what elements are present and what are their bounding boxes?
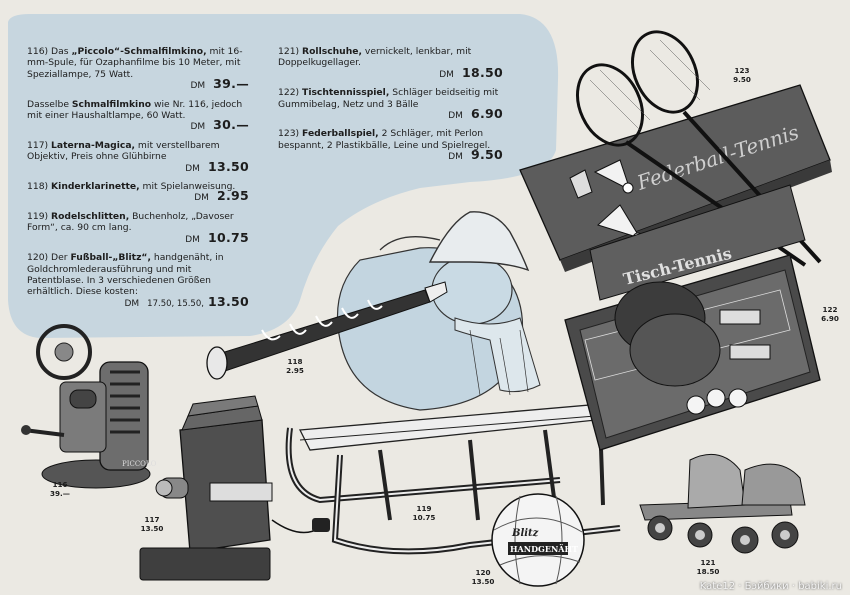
clarinet-illustration <box>206 281 448 380</box>
tag-price: 10.75 <box>412 513 436 522</box>
tag-price: 6.90 <box>821 314 839 323</box>
entry-prefix: Dasselbe <box>27 98 72 110</box>
entry-118: 118) Kinderklarinette, mit Spielanweisun… <box>27 181 249 205</box>
currency-label: DM <box>190 81 206 92</box>
entry-price: 39.— <box>213 76 249 92</box>
entry-116: 116) Das „Piccolo“-Schmalfilmkino, mit 1… <box>27 46 249 93</box>
entry-price: 10.75 <box>207 229 249 245</box>
ball-stamp-label: HANDGENÄHT <box>510 544 578 554</box>
entry-number: 123) <box>278 128 300 140</box>
entry-description: Buchenholz, „Davoser Form“, ca. 90 cm la… <box>27 210 234 234</box>
currency-label: DM <box>190 122 206 133</box>
entry-price: 30.— <box>213 117 249 133</box>
entry-number: 121) <box>278 46 300 57</box>
entry-description: mit 16-mm-Spule, für Ozaphanfilme bis 10… <box>27 46 243 80</box>
text-background-blob <box>8 14 559 338</box>
entry-price: 13.50 <box>207 293 249 309</box>
entry-other-prices: 17.50, 15.50, <box>147 298 204 309</box>
tag-price: 13.50 <box>471 577 495 586</box>
entry-120: 120) Der Fußball-„Blitz“, handgenäht, in… <box>27 252 249 310</box>
catalog-text-right: 121) Rollschuhe, vernickelt, lenkbar, mi… <box>278 46 503 170</box>
entry-price: 6.90 <box>470 106 503 122</box>
tag-price: 2.95 <box>286 366 304 375</box>
currency-label: DM <box>194 193 209 204</box>
entry-title: Rodelschlitten, <box>51 210 130 222</box>
tischtennis-box-illustration: Tisch-Tennis <box>564 184 821 451</box>
roller-skates-illustration <box>639 453 806 554</box>
entry-prefix: Der <box>51 252 71 264</box>
entry-number: 120) <box>27 252 49 264</box>
tag-number: 117 <box>144 515 160 524</box>
entry-number: 118) <box>27 181 49 193</box>
tag-number: 123 <box>734 66 750 75</box>
tag-number: 116 <box>52 480 68 489</box>
entry-price: 2.95 <box>216 188 249 204</box>
currency-label: DM <box>448 152 463 163</box>
entry-number: 116) <box>27 46 49 57</box>
tag-number: 118 <box>287 357 303 366</box>
entry-title: Tischtennisspiel, <box>302 87 390 99</box>
catalog-text-left: 116) Das „Piccolo“-Schmalfilmkino, mit 1… <box>27 46 249 316</box>
entry-title: Federballspiel, <box>302 128 379 140</box>
entry-number: 119) <box>27 210 49 222</box>
entry-description: Schläger beidseitig mit Gummibelag, Netz… <box>278 87 499 110</box>
tag-number: 120 <box>475 568 491 577</box>
entry-116b: Dasselbe Schmalfilmkino wie Nr. 116, jed… <box>27 99 249 134</box>
entry-price: 13.50 <box>207 158 249 174</box>
projector-brand-label: PICCOLO <box>122 460 157 468</box>
tag-number: 121 <box>700 558 716 567</box>
entry-description: 2 Schläger, mit Perlon bespannt, 2 Plast… <box>278 128 491 151</box>
entry-title: Rollschuhe, <box>302 46 362 57</box>
entry-price: 18.50 <box>461 64 503 80</box>
entry-description: vernickelt, lenkbar, mit Doppelkugellage… <box>278 46 472 69</box>
football-illustration: HANDGENÄHT Blitz <box>491 493 585 587</box>
snowman-hat <box>428 211 530 272</box>
entry-121: 121) Rollschuhe, vernickelt, lenkbar, mi… <box>278 46 503 81</box>
entry-number: 117) <box>27 139 49 151</box>
currency-label: DM <box>448 111 463 122</box>
projector-illustration: PICCOLO <box>21 324 157 489</box>
tag-price: 39.— <box>50 489 70 498</box>
entry-description: mit Spielanweisung. <box>139 181 236 193</box>
entry-number: 122) <box>278 87 300 99</box>
sled-illustration <box>285 404 621 555</box>
tag-price: 9.50 <box>733 75 751 84</box>
entry-title: Kinderklarinette, <box>51 181 140 193</box>
currency-label: DM <box>185 234 200 245</box>
tag-number: 119 <box>416 504 432 513</box>
snowman-scarf <box>454 317 541 393</box>
entry-description: mit verstellbarem Objektiv, Preis ohne G… <box>27 139 220 163</box>
entry-122: 122) Tischtennisspiel, Schläger beidseit… <box>278 87 503 122</box>
entry-117: 117) Laterna-Magica, mit verstellbarem O… <box>27 140 249 175</box>
entry-prefix: Das <box>51 46 72 57</box>
entry-price: 9.50 <box>470 147 503 163</box>
tag-number: 122 <box>822 305 838 314</box>
entry-description: wie Nr. 116, jedoch mit einer Haushaltla… <box>27 98 243 122</box>
entry-title: Schmalfilmkino <box>71 98 152 110</box>
watermark: Kate12 · Бэйбики · babiki.ru <box>699 581 842 592</box>
ball-brand-label: Blitz <box>511 528 539 539</box>
entry-title: Laterna-Magica, <box>51 139 136 151</box>
entry-title: Fußball-„Blitz“, <box>70 252 151 264</box>
tag-price: 18.50 <box>696 567 720 576</box>
tag-price: 13.50 <box>140 524 164 533</box>
laterna-magica-illustration <box>139 395 330 581</box>
entry-description: handgenäht, in Goldchromlederausführung … <box>27 252 224 298</box>
entry-119: 119) Rodelschlitten, Buchenholz, „Davose… <box>27 211 249 246</box>
entry-123: 123) Federballspiel, 2 Schläger, mit Per… <box>278 128 503 163</box>
currency-label: DM <box>124 298 140 309</box>
currency-label: DM <box>185 163 200 174</box>
entry-title: „Piccolo“-Schmalfilmkino, <box>71 46 207 57</box>
currency-label: DM <box>439 69 454 80</box>
